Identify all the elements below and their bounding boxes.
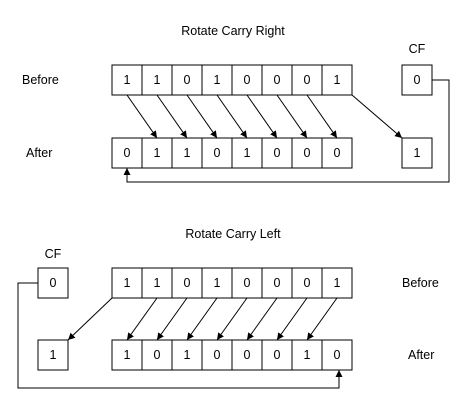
rcr-cf-after-box [401, 137, 433, 169]
rcr-after-bit-7-value: 0 [334, 146, 341, 160]
rcl-after-bit-6-value: 1 [304, 348, 311, 362]
rcr-before-bit-5-value: 0 [274, 73, 281, 87]
rcl-before-bit-3-box [201, 267, 233, 299]
rcr-after-register: 0 1 1 0 1 0 0 0 [111, 137, 353, 169]
rcr-before-bit-0-value: 1 [124, 73, 131, 87]
rcl-after-bit-6-box [291, 339, 323, 371]
rcr-after-bit-2-value: 1 [184, 146, 191, 160]
rcr-cf-before-value: 0 [414, 73, 421, 87]
rcl-before-bit-0-value: 1 [124, 276, 131, 290]
rcl-before-bit-1-value: 1 [154, 276, 161, 290]
rcl-shift-arrow-1 [156, 297, 188, 341]
rcr-cf-to-msb-arrow [123, 79, 450, 183]
rcl-before-bit-4-value: 0 [244, 276, 251, 290]
rcr-shift-arrow-2 [186, 94, 218, 139]
rcl-after-label: After [408, 348, 434, 362]
rcr-after-bit-4-box [231, 137, 263, 169]
rcl-shift-arrow-0 [126, 297, 158, 341]
rcr-before-bit-3-value: 1 [214, 73, 221, 87]
rcl-cf-before-box [37, 267, 69, 299]
rcl-cf-before-value: 0 [50, 276, 57, 290]
rcr-before-bit-5-box [261, 64, 293, 96]
rcr-after-bit-7-box [321, 137, 353, 169]
rcl-cf-label: CF [45, 247, 62, 261]
rcl-cf-after-box [37, 339, 69, 371]
rcl-after-bit-1-value: 0 [154, 348, 161, 362]
rcr-before-bit-1-value: 1 [154, 73, 161, 87]
rcl-title: Rotate Carry Left [185, 227, 281, 241]
rcr-cf-label: CF [409, 42, 426, 56]
rcr-before-bit-0-box [111, 64, 143, 96]
rcl-before-bit-6-value: 0 [304, 276, 311, 290]
rcr-after-bit-0-value: 0 [124, 146, 131, 160]
rcl-shift-arrow-5 [276, 297, 308, 341]
rcl-before-bit-7-box [321, 267, 353, 299]
rcr-title: Rotate Carry Right [181, 24, 285, 38]
rcl-cf-after-value: 1 [50, 348, 57, 362]
rcl-before-bit-5-box [261, 267, 293, 299]
rcr-after-bit-5-value: 0 [274, 146, 281, 160]
rcl-after-bit-4-value: 0 [244, 348, 251, 362]
rcr-before-label: Before [22, 73, 59, 87]
rcr-shift-arrows [126, 94, 338, 139]
rcr-after-bit-3-box [201, 137, 233, 169]
rcl-cf-to-lsb-arrow [17, 282, 343, 389]
rcl-shift-arrow-6 [306, 297, 338, 341]
rcr-before-bit-2-value: 0 [184, 73, 191, 87]
rcr-before-bit-4-value: 0 [244, 73, 251, 87]
rcl-after-bit-2-value: 1 [184, 348, 191, 362]
rcr-shift-arrow-4 [246, 94, 278, 139]
rcr-after-bit-6-value: 0 [304, 146, 311, 160]
rcr-shift-arrow-5 [276, 94, 308, 139]
rcl-before-bit-0-box [111, 267, 143, 299]
rcr-after-label: After [26, 146, 52, 160]
rcr-bit-to-cf-arrow [351, 94, 403, 139]
rcl-shift-arrow-2 [186, 297, 218, 341]
rcl-after-register: 1 0 1 0 0 0 1 0 [111, 339, 353, 371]
rcr-before-bit-7-value: 1 [334, 73, 341, 87]
rcl-shift-arrow-4 [246, 297, 278, 341]
rcl-after-bit-5-value: 0 [274, 348, 281, 362]
rcr-shift-arrow-0 [126, 94, 158, 139]
rcr-shift-arrow-1 [156, 94, 188, 139]
rcr-before-bit-6-value: 0 [304, 73, 311, 87]
rcl-before-bit-5-value: 0 [274, 276, 281, 290]
rcl-after-bit-3-value: 0 [214, 348, 221, 362]
rcl-shift-arrows [126, 297, 338, 341]
rcl-after-bit-0-value: 1 [124, 348, 131, 362]
rcl-msb-to-cf-arrow [67, 297, 113, 341]
rcr-after-bit-1-value: 1 [154, 146, 161, 160]
rcl-after-bit-1-box [141, 339, 173, 371]
rcr-after-bit-4-value: 1 [244, 146, 251, 160]
rcl-after-bit-0-box [111, 339, 143, 371]
rcl-after-bit-7-value: 0 [334, 348, 341, 362]
rcr-cf-before-box [401, 64, 433, 96]
rcr-before-register: 1 1 0 1 0 0 0 1 [111, 64, 353, 96]
rcr-shift-arrow-6 [306, 94, 338, 139]
rcr-before-bit-7-box [321, 64, 353, 96]
rcl-before-bit-2-value: 0 [184, 276, 191, 290]
rcl-before-bit-6-box [291, 267, 323, 299]
rcr-after-bit-3-value: 0 [214, 146, 221, 160]
rcr-after-bit-1-box [141, 137, 173, 169]
rcl-before-label: Before [402, 276, 439, 290]
rcl-shift-arrow-3 [216, 297, 248, 341]
rcl-before-register: 1 1 0 1 0 0 0 1 [111, 267, 353, 299]
rcl-before-bit-7-value: 1 [334, 276, 341, 290]
rcl-before-bit-3-value: 1 [214, 276, 221, 290]
rcl-after-bit-7-box [321, 339, 353, 371]
rcr-cf-after-value: 1 [414, 146, 421, 160]
rcr-shift-arrow-3 [216, 94, 248, 139]
